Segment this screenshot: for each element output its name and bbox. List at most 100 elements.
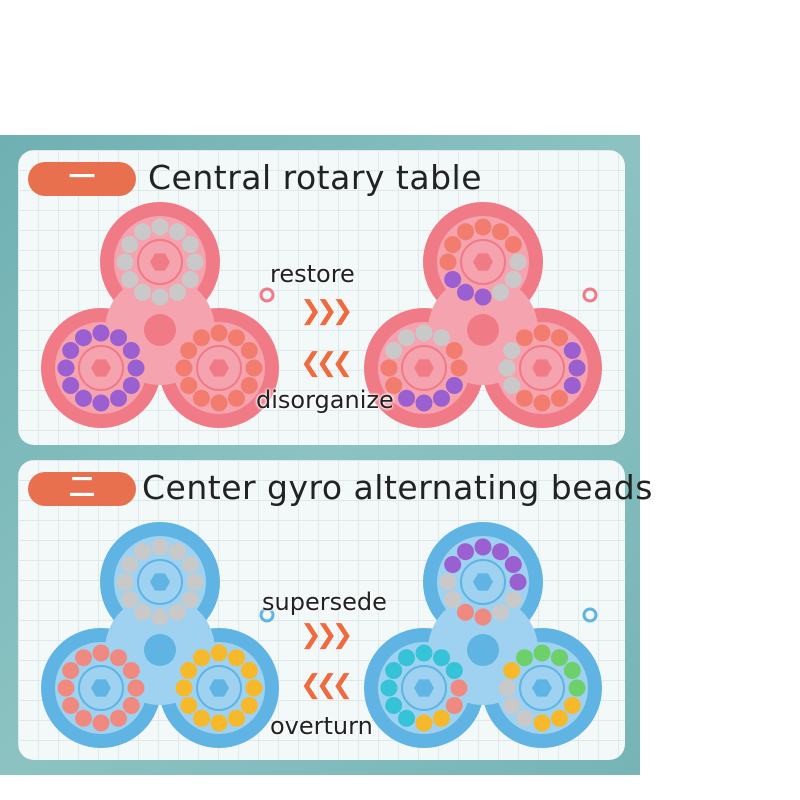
bead (175, 359, 193, 377)
bead (398, 329, 415, 347)
section-number-badge: 一 (28, 162, 136, 196)
hex-bolt-icon (473, 253, 493, 271)
bead (444, 271, 462, 288)
bead (474, 538, 492, 556)
bead (503, 697, 521, 714)
toy-center-knob (144, 634, 176, 666)
bead (57, 679, 75, 697)
disorganize-label: disorganize (256, 386, 394, 414)
bead (439, 253, 457, 271)
bead (110, 709, 127, 727)
bead (92, 324, 110, 342)
section-title: Center gyro alternating beads (142, 468, 653, 507)
bead (75, 329, 92, 347)
bead (563, 697, 581, 714)
bead (492, 283, 509, 301)
bead (415, 324, 433, 342)
toy-center-knob (467, 314, 499, 346)
toy-before-supersede (41, 522, 279, 748)
bead (181, 271, 199, 288)
bead (474, 288, 492, 306)
overturn-label: overturn (270, 712, 373, 740)
bead (134, 283, 151, 301)
bead (134, 223, 151, 241)
bead (193, 329, 210, 347)
bead (240, 697, 258, 714)
bead (193, 709, 210, 727)
bead (122, 662, 140, 679)
toy-after-restore (364, 202, 602, 428)
bead (240, 377, 258, 394)
bead (62, 662, 80, 679)
bead (504, 591, 522, 608)
bead (180, 342, 198, 359)
bead (127, 359, 145, 377)
back-arrow-icon: ❮❮❮ (300, 348, 353, 378)
bead (503, 662, 521, 679)
bead (533, 394, 551, 412)
bead (439, 573, 457, 591)
bead (62, 377, 80, 394)
bead (169, 543, 186, 561)
keychain-loop-icon (259, 287, 275, 303)
bead (444, 591, 462, 608)
bead (169, 223, 186, 241)
bead (503, 342, 521, 359)
bead (121, 591, 139, 608)
bead (551, 709, 568, 727)
bead (62, 342, 80, 359)
bead (445, 662, 463, 679)
bead (385, 662, 403, 679)
bead (151, 288, 169, 306)
forward-arrow-icon: ❯❯❯ (300, 296, 353, 326)
bead (492, 223, 509, 241)
bead (457, 603, 474, 621)
bead (498, 359, 516, 377)
restore-label: restore (270, 260, 355, 288)
bead (385, 342, 403, 359)
bead (181, 591, 199, 608)
bead (169, 603, 186, 621)
bead (122, 377, 140, 394)
toy-after-supersede (364, 522, 602, 748)
bead (492, 603, 509, 621)
bead (127, 679, 145, 697)
bead (533, 714, 551, 732)
bead (445, 342, 463, 359)
bead (474, 608, 492, 626)
bead (134, 603, 151, 621)
bead (228, 389, 245, 407)
bead (380, 359, 398, 377)
hex-bolt-icon (473, 573, 493, 591)
bead (444, 236, 462, 253)
bead (116, 253, 134, 271)
bead (175, 679, 193, 697)
bead (457, 543, 474, 561)
bead (193, 649, 210, 667)
bead (151, 608, 169, 626)
back-arrow-icon: ❮❮❮ (300, 670, 353, 700)
bead (568, 359, 586, 377)
bead (92, 714, 110, 732)
hex-bolt-icon (91, 359, 111, 377)
bead (474, 218, 492, 236)
bead (551, 389, 568, 407)
bead (444, 556, 462, 573)
bead (134, 543, 151, 561)
bead (385, 377, 403, 394)
bead (62, 697, 80, 714)
bead (433, 649, 450, 667)
bead (151, 538, 169, 556)
bead (228, 329, 245, 347)
bead (151, 218, 169, 236)
bead (180, 697, 198, 714)
bead (504, 236, 522, 253)
bead (398, 649, 415, 667)
bead (122, 342, 140, 359)
hex-bolt-icon (150, 253, 170, 271)
bead (186, 253, 204, 271)
bead (450, 679, 468, 697)
bead (181, 236, 199, 253)
bead (240, 662, 258, 679)
bead (57, 359, 75, 377)
